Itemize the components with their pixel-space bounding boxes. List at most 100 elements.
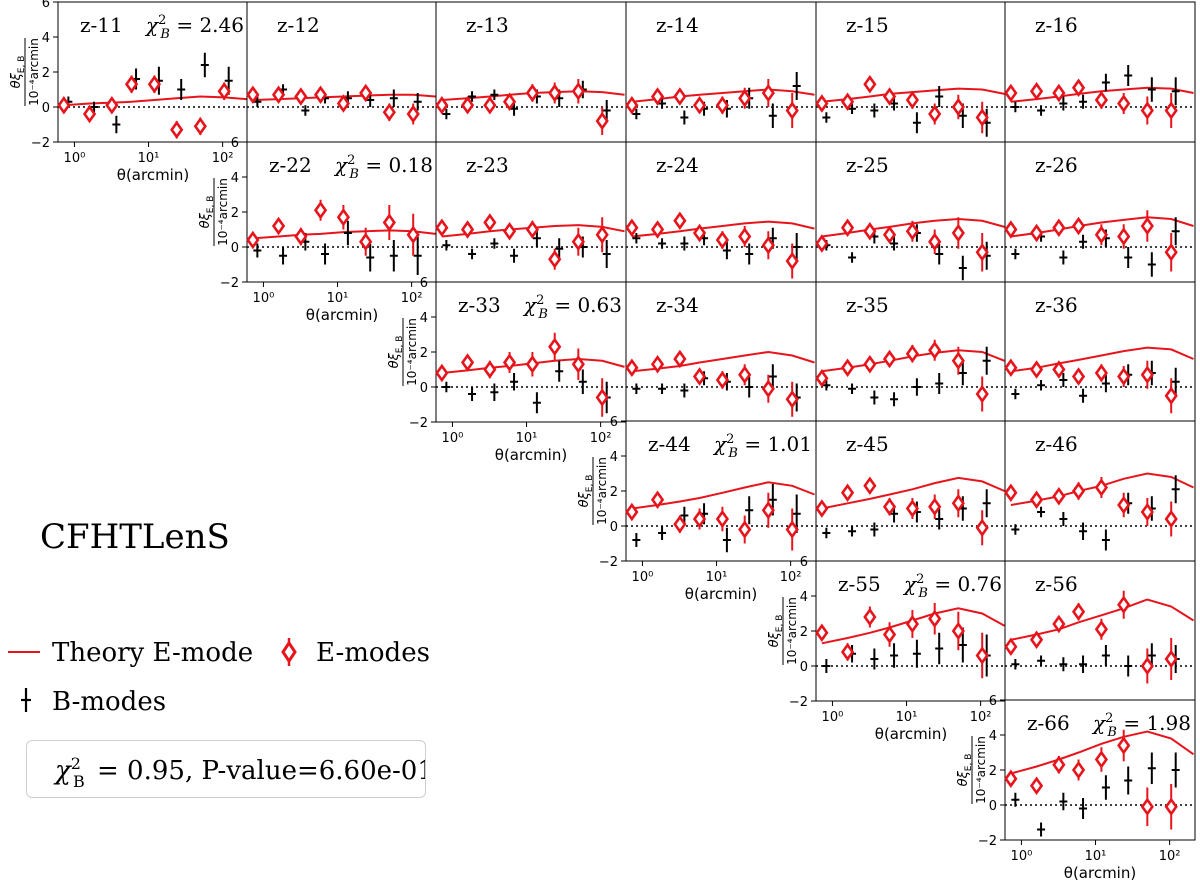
- bmode-point: [912, 639, 921, 668]
- svg-text:θξE, B: θξE, B: [9, 56, 27, 89]
- emode-point: [815, 94, 829, 113]
- theory-curve: [821, 476, 1005, 510]
- emode-point: [692, 223, 707, 243]
- emode-point: [1117, 224, 1131, 249]
- svg-text:θξE, B: θξE, B: [956, 754, 974, 787]
- emode-point: [785, 508, 799, 551]
- y-tick-label: 6: [420, 276, 428, 291]
- panel-label: z-35: [846, 293, 889, 317]
- bmode-point: [177, 79, 186, 100]
- emode-point: [359, 83, 373, 103]
- emode-point: [625, 218, 639, 237]
- emode-point: [840, 218, 855, 237]
- x-axis-label: θ(arcmin): [1064, 864, 1136, 882]
- legend-emode-label: E-modes: [316, 638, 430, 668]
- emode-point: [406, 103, 420, 125]
- y-tick-label: 2: [800, 625, 808, 640]
- bmode-point: [468, 91, 477, 102]
- x-tick-label: 10¹: [516, 431, 538, 446]
- emode-point: [715, 96, 729, 115]
- y-tick-label: 4: [610, 450, 618, 465]
- x-axis-label: θ(arcmin): [495, 446, 567, 464]
- panel-label: z-34: [656, 293, 699, 317]
- bmode-point: [658, 238, 667, 249]
- bmode-point: [1059, 792, 1068, 811]
- bmode-point: [510, 373, 519, 391]
- panel-label: z-26: [1035, 153, 1078, 177]
- theory-curve: [1010, 730, 1195, 775]
- x-tick-label: 10¹: [327, 291, 349, 306]
- panel-z-26: z-26: [1004, 141, 1196, 283]
- bmode-point: [1011, 101, 1020, 113]
- panel-z-34: z-34: [625, 281, 817, 423]
- panel-z-46: z-46: [1004, 420, 1196, 562]
- bmode-point: [442, 108, 451, 120]
- bmode-point: [1124, 655, 1133, 677]
- emode-point: [738, 226, 752, 247]
- emode-point: [548, 82, 562, 104]
- emode-point: [525, 220, 539, 239]
- emode-point: [483, 96, 497, 115]
- emode-point: [1071, 216, 1086, 236]
- panel-z-15: z-15: [815, 1, 1007, 143]
- y-tick-label: 2: [610, 485, 618, 500]
- emode-point: [313, 85, 328, 104]
- svg-text:θξE, B: θξE, B: [198, 196, 216, 229]
- emode-point: [738, 364, 752, 386]
- bmode-point: [1147, 252, 1156, 277]
- emode-point: [1052, 83, 1066, 103]
- emode-point: [928, 229, 942, 254]
- bmode-point: [442, 240, 451, 251]
- emode-point: [905, 498, 919, 519]
- emode-point: [124, 75, 139, 94]
- emode-point: [761, 374, 775, 403]
- emode-point: [502, 222, 517, 241]
- emode-point: [905, 344, 919, 363]
- panel-label: z-33: [458, 293, 501, 317]
- bmode-point: [1059, 657, 1068, 672]
- emode-point: [1094, 363, 1108, 383]
- svg-text:θξE, B: θξE, B: [577, 475, 595, 508]
- bmode-point: [413, 236, 422, 275]
- y-tick-label: 2: [420, 346, 428, 361]
- bmode-point: [822, 659, 831, 673]
- bmode-point: [343, 220, 352, 246]
- bmode-point: [1011, 388, 1020, 400]
- emode-point: [483, 213, 497, 232]
- emode-point: [951, 611, 965, 651]
- bmode-point: [1059, 373, 1068, 387]
- x-tick-label: 10²: [970, 710, 992, 725]
- bmode-point: [935, 243, 944, 265]
- y-tick-label: −2: [789, 695, 808, 710]
- bmode-point: [1101, 529, 1110, 551]
- emode-point: [1029, 223, 1044, 243]
- x-axis-label: θ(arcmin): [117, 166, 189, 184]
- y-tick-label: 0: [231, 241, 239, 256]
- emode-point: [673, 515, 687, 534]
- bmode-point: [1079, 388, 1088, 403]
- y-tick-label: −2: [31, 136, 50, 151]
- x-tick-label: 10⁰: [442, 431, 464, 446]
- emode-point: [313, 199, 328, 221]
- panel-frame: [815, 141, 1007, 283]
- bmode-point: [768, 103, 777, 128]
- emode-point: [170, 120, 184, 139]
- emode-point: [1004, 83, 1018, 103]
- bmode-point: [532, 392, 541, 414]
- bmode-point: [578, 369, 587, 394]
- emode-point: [673, 211, 687, 230]
- bmode-point: [935, 86, 944, 107]
- emode-point: [571, 227, 585, 256]
- bmode-point: [1171, 367, 1180, 396]
